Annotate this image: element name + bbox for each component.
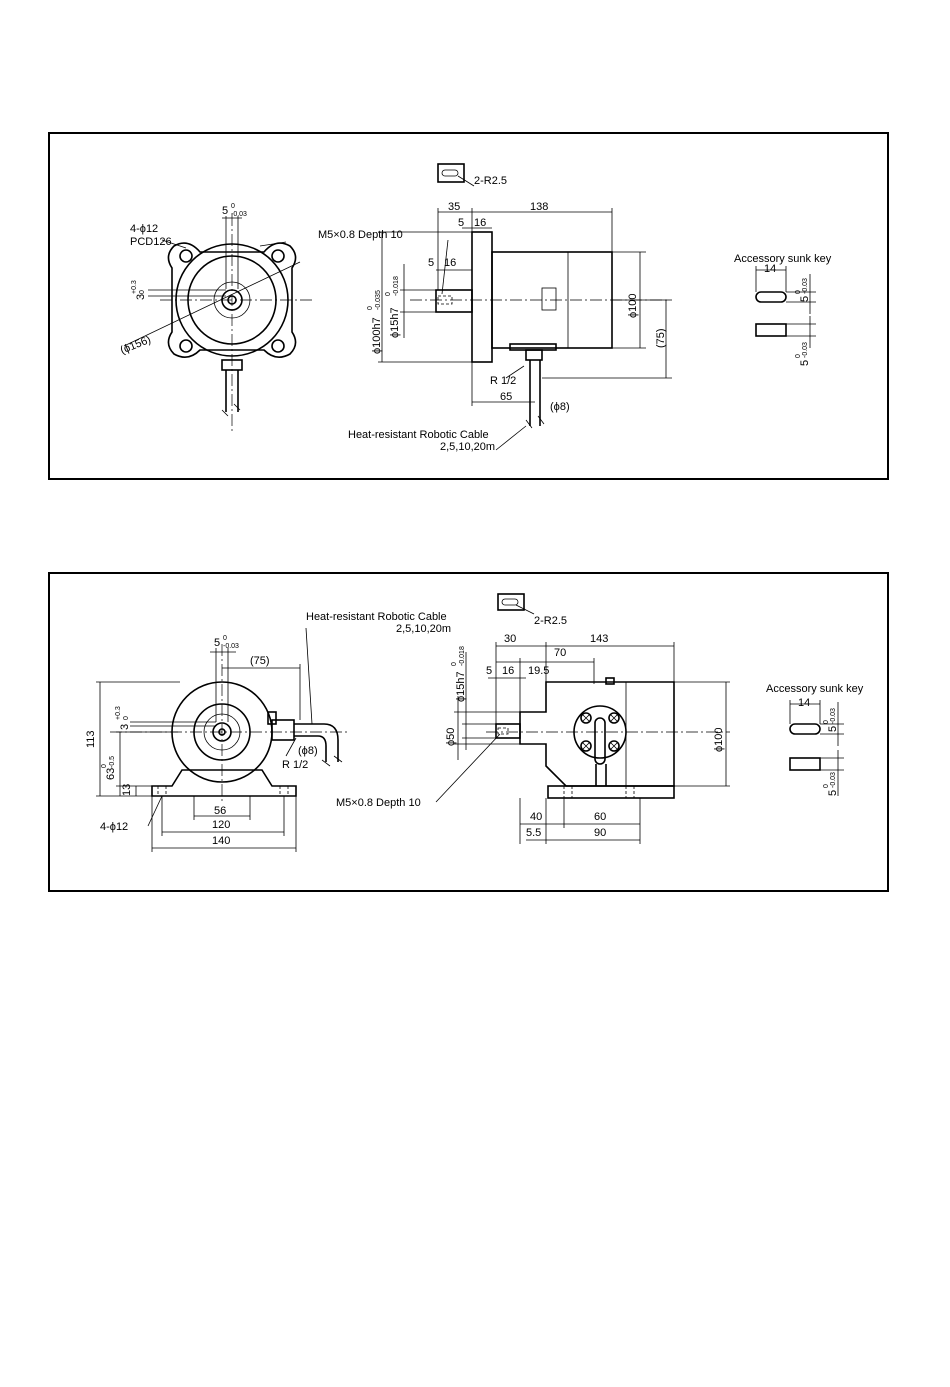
key-title: Accessory sunk key: [734, 253, 832, 265]
key-tol-upper: 0: [823, 720, 830, 724]
dim-120: 120: [212, 819, 230, 831]
dim-5-5: 5.5: [526, 827, 541, 839]
cable-lengths: 2,5,10,20m: [396, 623, 451, 635]
pilot-tol-upper: 0: [367, 306, 374, 310]
flange-accessory-key: Accessory sunk key 14 5 0 -0.03 5 0 -0.0…: [734, 253, 832, 366]
dim-13: 13: [121, 784, 133, 796]
key-dim-2: 5: [799, 360, 811, 366]
keyway-callout: 2-R2.5: [534, 615, 567, 627]
tap-callout: M5×0.8 Depth 10: [318, 229, 403, 241]
key-dim-2: 5: [827, 790, 839, 796]
key-length: 14: [798, 697, 810, 709]
foot-accessory-key: Accessory sunk key 14 5 0 -0.03 5 0 -0.0…: [766, 683, 864, 796]
dim-75: (75): [655, 328, 667, 348]
dim-3-tol-upper: +0.3: [115, 706, 122, 720]
key-dim: 5: [799, 296, 811, 302]
dim-3-label: 3: [135, 294, 147, 300]
body-dia: ϕ100: [713, 727, 725, 752]
flange-front-labels: 5 0 -0.03 4-ϕ12 PCD126 3 +0.3 0 (ϕ156): [119, 203, 247, 357]
dim-40: 40: [530, 811, 542, 823]
dim-70: 70: [554, 647, 566, 659]
mount-holes-label: 4-ϕ12: [130, 223, 158, 235]
dim-65: 65: [500, 391, 512, 403]
foot-side-view: [435, 593, 730, 844]
dim-30: 30: [504, 633, 516, 645]
key-tol2-lower: -0.03: [802, 342, 809, 358]
shaft-tol-upper: 0: [451, 662, 458, 666]
dim-113: 113: [85, 730, 97, 748]
foot-front-view: [96, 627, 350, 852]
dim-143: 143: [590, 633, 608, 645]
flange-drawing-canvas: 5 0 -0.03 4-ϕ12 PCD126 3 +0.3 0 (ϕ156): [119, 163, 832, 453]
key-tol2-lower: -0.03: [830, 772, 837, 788]
flange-front-view: [123, 214, 312, 434]
cable-dia: (ϕ8): [298, 745, 318, 757]
key-tol-lower: -0.03: [802, 278, 809, 294]
dim-3-tol-lower: 0: [123, 716, 130, 720]
key-tol-lower: -0.03: [830, 708, 837, 724]
shaft-dia: ϕ15h7: [455, 671, 467, 702]
dim-63: 63: [105, 768, 117, 780]
body-dia: ϕ100: [627, 293, 639, 318]
mount-holes-label: 4-ϕ12: [100, 821, 128, 833]
flange-side-labels: 2-R2.5 138 35 5 16 M5×0.8 Depth 10 5 16 …: [318, 175, 667, 453]
dim-16: 16: [502, 665, 514, 677]
dim-63-tol-lower: -0.5: [109, 756, 116, 768]
screw-cross-icon: [580, 712, 620, 752]
key-width-tol-upper: 0: [223, 635, 227, 642]
dim-3-tol-lower: 0: [139, 290, 146, 294]
key-tol2-upper: 0: [795, 354, 802, 358]
dim-140: 140: [212, 835, 230, 847]
dim-138: 138: [530, 201, 548, 213]
key-tol2-upper: 0: [823, 784, 830, 788]
pilot-dia: ϕ100h7: [371, 317, 383, 354]
pcd-label: PCD126: [130, 236, 172, 248]
dim-56: 56: [214, 805, 226, 817]
dim-35: 35: [448, 201, 460, 213]
shaft-tol-lower: -0.018: [393, 276, 400, 296]
key-width-label: 5: [214, 637, 220, 649]
dim-19-5: 19.5: [528, 665, 549, 677]
dim-16: 16: [474, 217, 486, 229]
pilot-tol-lower: -0.035: [375, 290, 382, 310]
shaft-tol-upper: 0: [385, 292, 392, 296]
key-width-tol-lower: -0.03: [231, 211, 247, 218]
flange-side-view: [378, 163, 672, 451]
tap-callout: M5×0.8 Depth 10: [336, 797, 421, 809]
dim-63-tol-upper: 0: [101, 764, 108, 768]
flange-type-drawing-panel: 5 0 -0.03 4-ϕ12 PCD126 3 +0.3 0 (ϕ156): [48, 132, 889, 480]
keyway-callout: 2-R2.5: [474, 175, 507, 187]
dia-50: ϕ50: [445, 728, 457, 746]
shaft-tol-lower: -0.018: [459, 646, 466, 666]
dim-90: 90: [594, 827, 606, 839]
dim-5: 5: [458, 217, 464, 229]
dim-5: 5: [486, 665, 492, 677]
dim-60: 60: [594, 811, 606, 823]
shaft-dia: ϕ15h7: [389, 307, 401, 338]
key-title: Accessory sunk key: [766, 683, 864, 695]
key-width-tol-lower: -0.03: [223, 643, 239, 650]
dia-156-label: (ϕ156): [119, 334, 153, 357]
dim-3-tol-upper: +0.3: [131, 280, 138, 294]
dim-75: (75): [250, 655, 270, 667]
foot-front-labels: 5 0 -0.03 (75) 3 +0.3 0 113 63 0 -0.5 13…: [85, 611, 451, 847]
key-length: 14: [764, 263, 776, 275]
dim-3-label: 3: [119, 724, 131, 730]
foot-side-labels: 2-R2.5 30 143 70 5 16 19.5 ϕ15h7 0 -0.01…: [336, 615, 725, 839]
thread-label: R 1/2: [282, 759, 308, 771]
foot-drawing-canvas: 5 0 -0.03 (75) 3 +0.3 0 113 63 0 -0.5 13…: [85, 593, 864, 852]
foot-type-drawing-panel: 5 0 -0.03 (75) 3 +0.3 0 113 63 0 -0.5 13…: [48, 572, 889, 892]
cable-label: Heat-resistant Robotic Cable: [306, 611, 447, 623]
cable-lengths: 2,5,10,20m: [440, 441, 495, 453]
dim-5-side: 5: [428, 257, 434, 269]
thread-label: R 1/2: [490, 375, 516, 387]
key-dim: 5: [827, 726, 839, 732]
cable-label: Heat-resistant Robotic Cable: [348, 429, 489, 441]
cable-dia: (ϕ8): [550, 401, 570, 413]
key-tol-upper: 0: [795, 290, 802, 294]
dim-16-side: 16: [444, 257, 456, 269]
key-width-tol-upper: 0: [231, 203, 235, 210]
key-width-label: 5: [222, 205, 228, 217]
